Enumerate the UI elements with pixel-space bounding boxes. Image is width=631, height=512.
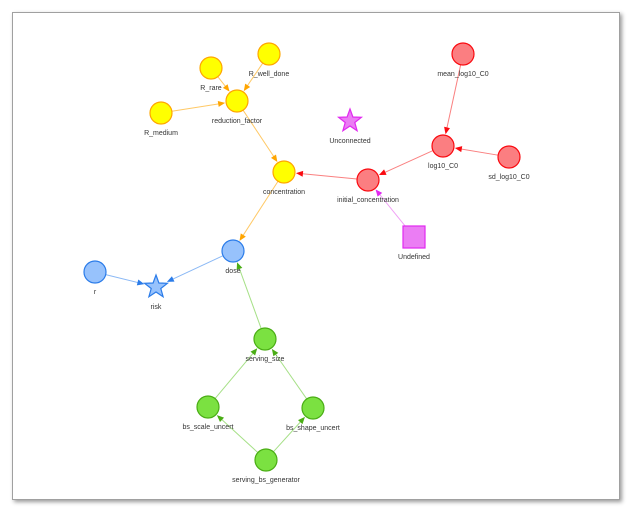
arrowhead-icon (243, 83, 251, 92)
node-label: initial_concentration (337, 197, 399, 204)
node-label: dose (225, 268, 240, 275)
node-label: R_well_done (249, 71, 290, 78)
node-label: sd_log10_C0 (488, 174, 529, 181)
node-label: reduction_factor (212, 118, 263, 125)
circle-node-shape[interactable] (221, 239, 245, 263)
star-node-shape[interactable] (142, 273, 170, 299)
arrowhead-icon (136, 279, 145, 286)
node-initial_concentration[interactable]: initial_concentration (337, 168, 399, 204)
edge-log10_C0-to-initial_concentration[interactable] (378, 150, 434, 176)
star-node-shape[interactable] (336, 107, 364, 133)
edge-R_medium-to-reduction_factor[interactable] (171, 101, 226, 112)
arrowhead-icon (239, 233, 246, 241)
node-serving_bs_generator[interactable]: serving_bs_generator (232, 448, 301, 484)
edge-r-to-risk[interactable] (105, 274, 145, 286)
node-label: mean_log10_C0 (437, 71, 488, 78)
circle-node-shape[interactable] (451, 42, 475, 66)
circle-node-shape[interactable] (497, 145, 521, 169)
arrowhead-icon (295, 170, 304, 177)
node-label: bs_scale_uncert (183, 424, 234, 431)
node-label: R_medium (144, 130, 178, 137)
node-bs_shape_uncert[interactable]: bs_shape_uncert (286, 396, 340, 432)
arrowhead-icon (375, 189, 383, 197)
square-node-shape[interactable] (402, 225, 426, 249)
edge-concentration-to-dose[interactable] (239, 180, 279, 241)
circle-node-shape[interactable] (272, 160, 296, 184)
node-label: concentration (263, 189, 305, 196)
circle-node-shape[interactable] (431, 134, 455, 158)
edge-R_rare-to-reduction_factor[interactable] (217, 76, 230, 92)
node-bs_scale_uncert[interactable]: bs_scale_uncert (183, 395, 234, 431)
node-label: r (94, 289, 97, 296)
edge-bs_shape_uncert-to-serving_size[interactable] (271, 348, 308, 400)
node-label: R_rare (200, 85, 222, 92)
node-label: Undefined (398, 254, 430, 261)
circle-node-shape[interactable] (301, 396, 325, 420)
arrowhead-icon (298, 416, 305, 425)
circle-node-shape[interactable] (83, 260, 107, 284)
node-label: log10_C0 (428, 163, 458, 170)
edge-initial_concentration-to-concentration[interactable] (295, 170, 358, 180)
node-R_medium[interactable]: R_medium (144, 101, 178, 137)
edge-sd_log10_C0-to-log10_C0[interactable] (454, 146, 499, 156)
arrowhead-icon (271, 154, 278, 162)
circle-node-shape[interactable] (253, 327, 277, 351)
edge-serving_size-to-dose[interactable] (236, 262, 262, 329)
circle-node-shape[interactable] (199, 56, 223, 80)
node-dose[interactable]: dose (221, 239, 245, 275)
arrowhead-icon (236, 262, 243, 270)
node-R_rare[interactable]: R_rare (199, 56, 223, 92)
arrowhead-icon (166, 276, 175, 282)
circle-node-shape[interactable] (149, 101, 173, 125)
arrowhead-icon (378, 169, 387, 176)
node-label: Unconnected (329, 138, 370, 145)
arrowhead-icon (454, 146, 463, 153)
edge-dose-to-risk[interactable] (166, 255, 224, 282)
node-label: bs_shape_uncert (286, 425, 340, 432)
arrowhead-icon (444, 126, 450, 135)
node-R_well_done[interactable]: R_well_done (249, 42, 290, 78)
node-sd_log10_C0[interactable]: sd_log10_C0 (488, 145, 530, 181)
node-serving_size[interactable]: serving_size (246, 327, 285, 363)
node-label: serving_bs_generator (232, 477, 300, 484)
node-reduction_factor[interactable]: reduction_factor (212, 89, 263, 125)
edge-serving_bs_generator-to-bs_scale_uncert[interactable] (216, 415, 259, 453)
arrowhead-icon (216, 415, 225, 423)
circle-node-shape[interactable] (356, 168, 380, 192)
node-log10_C0[interactable]: log10_C0 (428, 134, 458, 170)
node-Unconnected[interactable]: Unconnected (329, 107, 371, 145)
arrowhead-icon (271, 348, 279, 357)
circle-node-shape[interactable] (225, 89, 249, 113)
arrowhead-icon (250, 348, 258, 356)
edge-reduction_factor-to-concentration[interactable] (242, 109, 278, 162)
circle-node-shape[interactable] (257, 42, 281, 66)
edge-bs_scale_uncert-to-serving_size[interactable] (214, 348, 258, 399)
circle-node-shape[interactable] (196, 395, 220, 419)
node-mean_log10_C0[interactable]: mean_log10_C0 (437, 42, 489, 78)
circle-node-shape[interactable] (254, 448, 278, 472)
arrowhead-icon (222, 84, 230, 92)
node-label: serving_size (246, 356, 285, 363)
arrowhead-icon (217, 101, 226, 107)
node-risk[interactable]: risk (142, 273, 170, 311)
node-Undefined[interactable]: Undefined (398, 225, 430, 261)
node-concentration[interactable]: concentration (263, 160, 305, 196)
node-r[interactable]: r (83, 260, 107, 296)
node-label: risk (151, 304, 162, 311)
edge-Undefined-to-initial_concentration[interactable] (375, 189, 408, 229)
edge-R_well_done-to-reduction_factor[interactable] (243, 62, 264, 92)
edge-mean_log10_C0-to-log10_C0[interactable] (444, 64, 462, 135)
edge-serving_bs_generator-to-bs_shape_uncert[interactable] (273, 416, 305, 453)
